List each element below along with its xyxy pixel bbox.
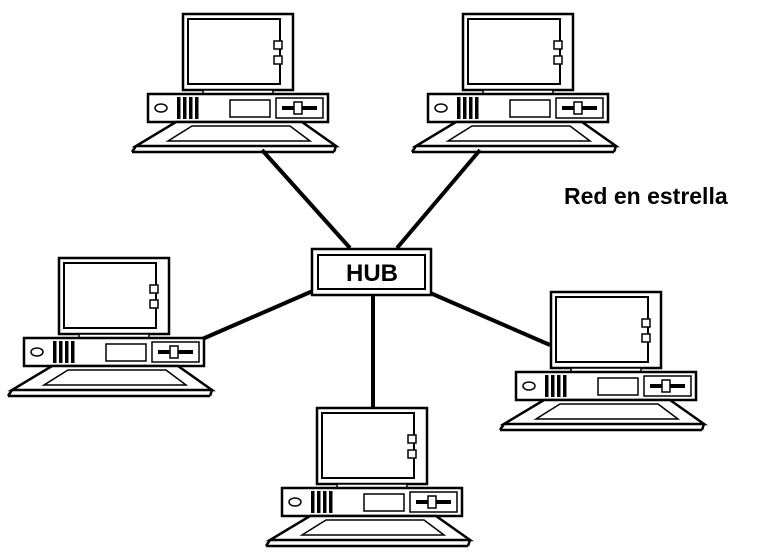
computer-top-right [410,12,618,154]
computer-top-left [130,12,338,154]
hub-node: HUB [310,247,433,297]
hub-label: HUB [346,260,398,287]
computer-left [6,256,214,398]
desktop-computer-icon [130,12,338,154]
diagram-title: Red en estrella [564,183,728,209]
desktop-computer-icon [410,12,618,154]
desktop-computer-icon [498,290,706,432]
desktop-computer-icon [264,406,472,548]
desktop-computer-icon [6,256,214,398]
computer-right [498,290,706,432]
computer-bottom [264,406,472,548]
link-hub-computer-top-left [260,148,352,250]
hub-inner-box [317,254,426,290]
link-hub-computer-right [427,290,551,347]
link-hub-computer-top-right [395,148,482,250]
link-hub-computer-left [199,288,316,342]
